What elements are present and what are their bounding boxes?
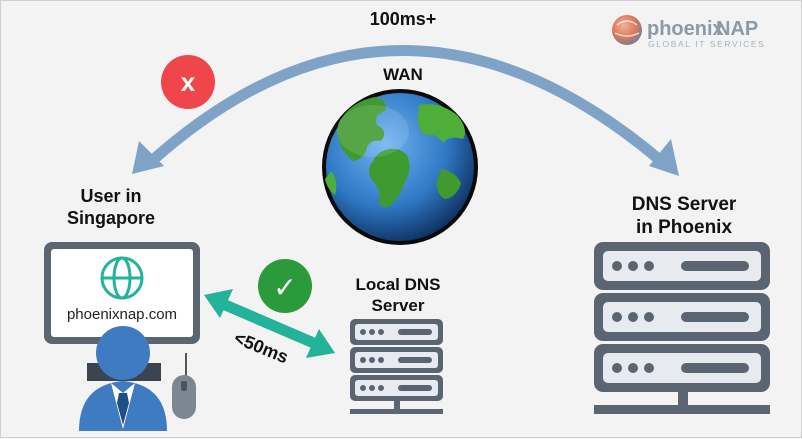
wan-arrow [132, 45, 679, 176]
remote-dns-label-line1: DNS Server [632, 194, 737, 215]
wan-arrowhead-right [649, 139, 679, 176]
monitor-url: phoenixnap.com [67, 306, 177, 323]
globe-icon [322, 89, 478, 245]
wan-latency-label: 100ms+ [370, 9, 437, 29]
mouse-icon [172, 352, 196, 419]
user-avatar [79, 326, 167, 431]
user-computer: phoenixnap.com [44, 242, 200, 431]
local-server-unit [350, 319, 443, 345]
logo-name-part2: NAP [716, 18, 758, 40]
wan-label: WAN [383, 65, 423, 84]
ok-symbol: ✓ [273, 272, 296, 303]
local-arrowhead-left [204, 289, 233, 318]
remote-dns-server-icon [594, 242, 770, 414]
fail-badge: x [161, 55, 215, 109]
remote-server-unit [594, 293, 770, 341]
logo-name-part1: phoenix [647, 18, 724, 40]
wan-arc [150, 45, 665, 166]
local-server-unit [350, 375, 443, 401]
local-arrowhead-right [306, 329, 335, 358]
phoenixnap-logo: phoenix NAP GLOBAL IT SERVICES [612, 15, 765, 49]
local-dns-label-line2: Server [372, 296, 425, 315]
local-server-unit [350, 347, 443, 373]
ok-badge: ✓ [258, 259, 312, 313]
remote-dns-label-line2: in Phoenix [636, 217, 733, 238]
user-label-line2: Singapore [67, 208, 155, 228]
logo-globe-icon [612, 15, 642, 45]
fail-symbol: x [181, 67, 196, 97]
remote-server-unit [594, 344, 770, 392]
local-dns-server-icon [350, 319, 443, 414]
local-dns-label-line1: Local DNS [355, 275, 440, 294]
website-globe-icon [100, 256, 144, 300]
wan-arrowhead-left [132, 141, 164, 174]
logo-tagline: GLOBAL IT SERVICES [648, 39, 765, 49]
remote-server-unit [594, 242, 770, 290]
user-label-line1: User in [80, 186, 141, 206]
local-arrow [204, 289, 335, 358]
monitor-screen [51, 249, 193, 337]
